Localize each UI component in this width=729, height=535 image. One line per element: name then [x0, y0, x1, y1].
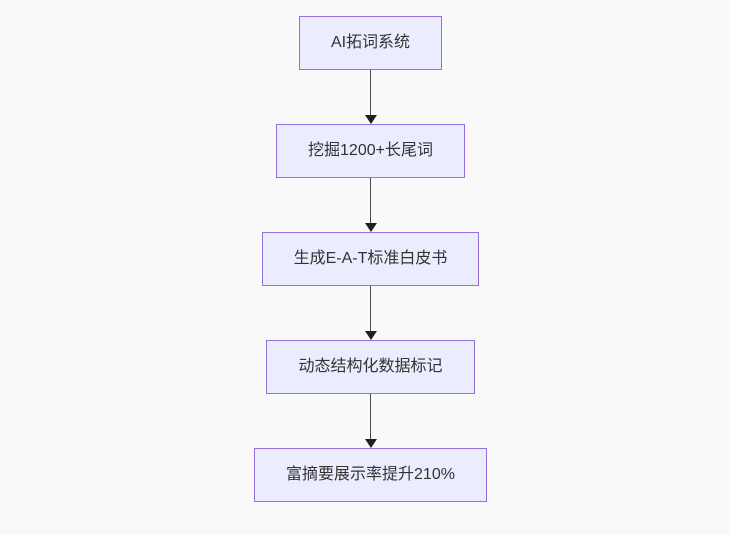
arrow-line [369, 178, 372, 223]
arrow-head-icon [364, 331, 377, 340]
arrow-line [369, 394, 372, 439]
flow-node-ai-word-expansion-system: AI拓词系统 [298, 16, 443, 70]
flow-arrow-2 [364, 178, 377, 232]
flow-node-dynamic-structured-data-markup: 动态结构化数据标记 [266, 340, 475, 394]
flow-arrow-1 [364, 70, 377, 124]
flow-node-generate-eat-whitepaper: 生成E-A-T标准白皮书 [261, 232, 480, 286]
arrow-line [369, 286, 372, 331]
flow-node-rich-snippet-rate-increase: 富摘要展示率提升210% [254, 448, 487, 502]
arrow-head-icon [364, 223, 377, 232]
arrow-head-icon [364, 439, 377, 448]
flow-node-mine-longtail-keywords: 挖掘1200+长尾词 [276, 124, 465, 178]
flow-arrow-3 [364, 286, 377, 340]
arrow-line [369, 70, 372, 115]
flow-arrow-4 [364, 394, 377, 448]
arrow-head-icon [364, 115, 377, 124]
flowchart: AI拓词系统 挖掘1200+长尾词 生成E-A-T标准白皮书 动态结构化数据标记… [6, 0, 729, 502]
